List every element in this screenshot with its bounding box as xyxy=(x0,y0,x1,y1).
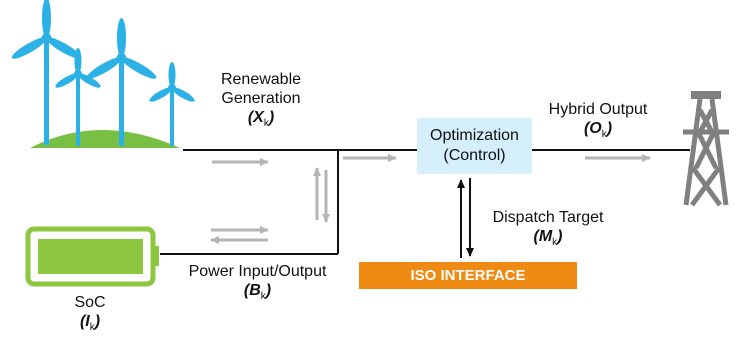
dispatch-target-symbol-sub: k xyxy=(552,237,558,249)
transmission-tower-icon xyxy=(683,91,729,207)
soc-symbol: (Ik) xyxy=(79,313,101,334)
renewable-symbol-sub: k xyxy=(263,118,269,130)
hybrid-output-symbol: (Ok) xyxy=(583,120,613,141)
soc-symbol-sub: k xyxy=(89,322,95,334)
soc-label: SoC (Ik) xyxy=(60,293,120,337)
renewable-label: Renewable Generation (Xk) xyxy=(206,70,316,133)
optimization-box xyxy=(417,118,532,174)
renewable-symbol: (Xk) xyxy=(247,109,275,130)
optimization-line2: (Control) xyxy=(443,147,506,164)
hybrid-output-symbol-sub: k xyxy=(601,129,607,141)
power-io-symbol-sub: k xyxy=(260,291,266,303)
dispatch-target-text: Dispatch Target xyxy=(492,209,604,226)
power-io-symbol: (Bk) xyxy=(243,282,272,303)
hybrid-output-text: Hybrid Output xyxy=(548,101,648,118)
optimization-line1: Optimization xyxy=(430,127,519,144)
dispatch-target-symbol: (Mk) xyxy=(533,228,563,249)
hybrid-output-label: Hybrid Output (Ok) xyxy=(538,100,658,144)
dispatch-target-label: Dispatch Target (Mk) xyxy=(478,208,618,252)
iso-interface-box: ISO INTERFACE xyxy=(359,262,577,289)
power-io-text: Power Input/Output xyxy=(188,263,327,280)
wind-turbine-icon xyxy=(11,0,195,148)
soc-text: SoC xyxy=(74,294,106,311)
hill-shape xyxy=(30,130,180,148)
renewable-line1: Renewable xyxy=(220,71,302,88)
hybrid-output-symbol-letter: O xyxy=(589,120,602,137)
optimization-label: Optimization (Control) xyxy=(417,126,532,166)
dispatch-target-symbol-letter: M xyxy=(538,228,553,245)
battery-icon xyxy=(25,226,159,287)
renewable-symbol-letter: X xyxy=(253,109,264,126)
soc-symbol-letter: I xyxy=(85,313,90,330)
power-io-symbol-letter: B xyxy=(249,282,261,299)
renewable-line2: Generation xyxy=(221,90,301,107)
power-io-label: Power Input/Output (Bk) xyxy=(170,262,345,306)
